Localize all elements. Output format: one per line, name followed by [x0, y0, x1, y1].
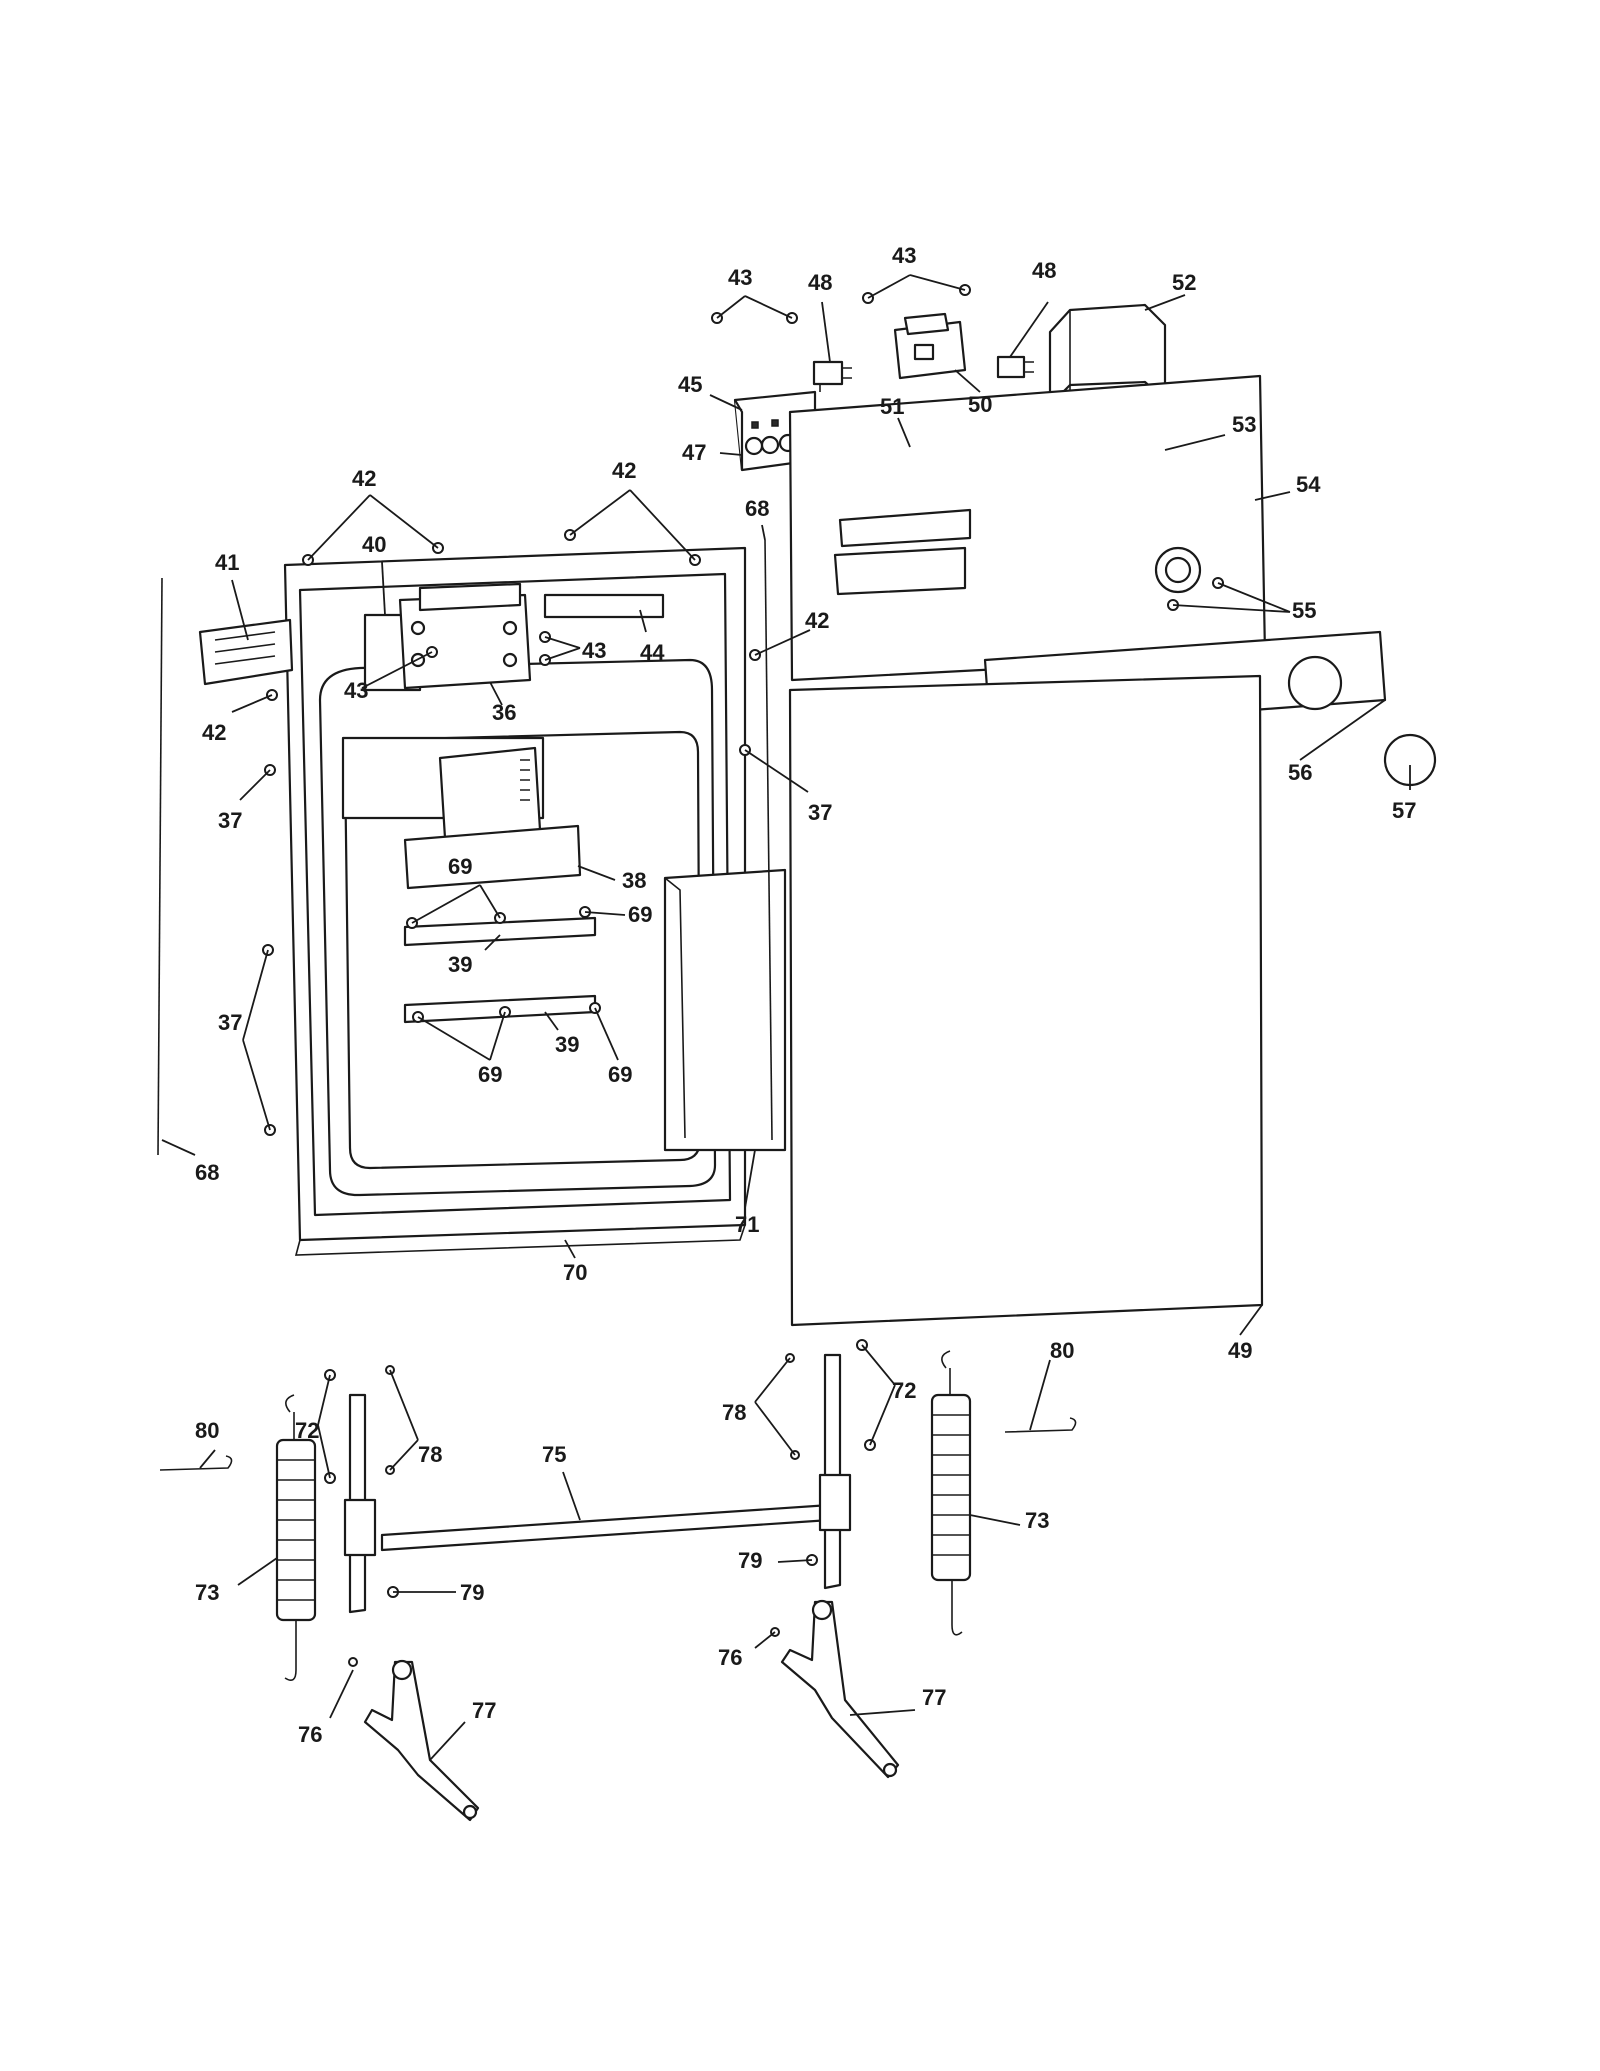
callout-43-top-left: 43	[728, 265, 752, 290]
callout-78-left: 78	[418, 1442, 442, 1467]
callout-43-top-right: 43	[892, 243, 916, 268]
rack-bracket-upper	[403, 916, 597, 947]
callout-71: 71	[735, 1212, 759, 1237]
callout-43-right-of-cup: 43	[582, 638, 606, 663]
callout-73-right: 73	[1025, 1508, 1049, 1533]
callout-76-left: 76	[298, 1722, 322, 1747]
callout-75: 75	[542, 1442, 566, 1467]
callout-42-right: 42	[805, 608, 829, 633]
callout-39-upper: 39	[448, 952, 472, 977]
callout-77-left: 77	[472, 1698, 496, 1723]
callout-38: 38	[622, 868, 646, 893]
callout-41: 41	[215, 550, 239, 575]
hinge-rod-part	[380, 1503, 832, 1552]
outer-door-panel	[788, 674, 1264, 1327]
control-panel-part	[788, 374, 1267, 682]
callout-48-right: 48	[1032, 258, 1056, 283]
hinge-bracket-left	[343, 1393, 377, 1614]
callout-37-lower-left: 37	[218, 1010, 242, 1035]
callout-42-top-center: 42	[612, 458, 636, 483]
callout-76-right: 76	[718, 1645, 742, 1670]
callout-52: 52	[1172, 270, 1196, 295]
callout-69-upper-left: 69	[448, 854, 472, 879]
callout-36: 36	[492, 700, 516, 725]
callout-45: 45	[678, 372, 702, 397]
callout-43-under-cup: 43	[344, 678, 368, 703]
callout-37-upper-left: 37	[218, 808, 242, 833]
switch-part-left	[812, 360, 852, 392]
hinge-cover-part	[198, 618, 294, 686]
callout-68-top: 68	[745, 496, 769, 521]
callout-49: 49	[1228, 1338, 1252, 1363]
callout-54: 54	[1296, 472, 1321, 497]
door-seal-left-part	[157, 577, 163, 1156]
leader-lines	[161, 274, 1411, 1761]
rinse-aid-label-part	[543, 593, 665, 619]
hinge-arm-left	[363, 1659, 480, 1822]
callout-69-lower-left: 69	[478, 1062, 502, 1087]
side-trim-part	[663, 868, 787, 1152]
callout-77-right: 77	[922, 1685, 946, 1710]
callout-69-upper-right: 69	[628, 902, 652, 927]
callout-68-bottom: 68	[195, 1160, 219, 1185]
callout-72-right: 72	[892, 1378, 916, 1403]
callout-79-right: 79	[738, 1548, 762, 1573]
callout-51: 51	[880, 394, 904, 419]
callout-42-top-left: 42	[352, 466, 376, 491]
callout-39-lower: 39	[555, 1032, 579, 1057]
callout-42-left: 42	[202, 720, 226, 745]
callout-40: 40	[362, 532, 386, 557]
door-seal-right-part	[764, 539, 773, 1141]
callout-80-left: 80	[195, 1418, 219, 1443]
callout-78-right: 78	[722, 1400, 746, 1425]
retaining-pin-left	[159, 1455, 233, 1471]
callout-47: 47	[682, 440, 706, 465]
callout-69-lower-right: 69	[608, 1062, 632, 1087]
switch-part-right	[996, 355, 1034, 379]
callout-37-upper-right: 37	[808, 800, 832, 825]
callout-70: 70	[563, 1260, 587, 1285]
door-latch-part	[893, 312, 967, 380]
callout-55: 55	[1292, 598, 1316, 623]
door-spring-left	[275, 1394, 317, 1681]
hinge-arm-right	[780, 1599, 900, 1779]
callout-73-left: 73	[195, 1580, 219, 1605]
door-spring-right	[930, 1350, 972, 1636]
callout-48-left: 48	[808, 270, 832, 295]
callout-53: 53	[1232, 412, 1256, 437]
callout-56: 56	[1288, 760, 1312, 785]
detergent-dispenser-part	[363, 582, 532, 692]
callout-57: 57	[1392, 798, 1416, 823]
hinge-bracket-right	[818, 1353, 852, 1590]
callout-80-right: 80	[1050, 1338, 1074, 1363]
callout-44: 44	[640, 640, 665, 665]
callout-72-left: 72	[295, 1418, 319, 1443]
callout-50: 50	[968, 392, 992, 417]
retaining-pin-right	[1004, 1417, 1077, 1433]
vent-block-part	[403, 746, 582, 890]
callout-labels: 43 48 43 48 52 45 47 51 50 53 42 42 68 5…	[195, 243, 1416, 1747]
callout-79-left: 79	[460, 1580, 484, 1605]
